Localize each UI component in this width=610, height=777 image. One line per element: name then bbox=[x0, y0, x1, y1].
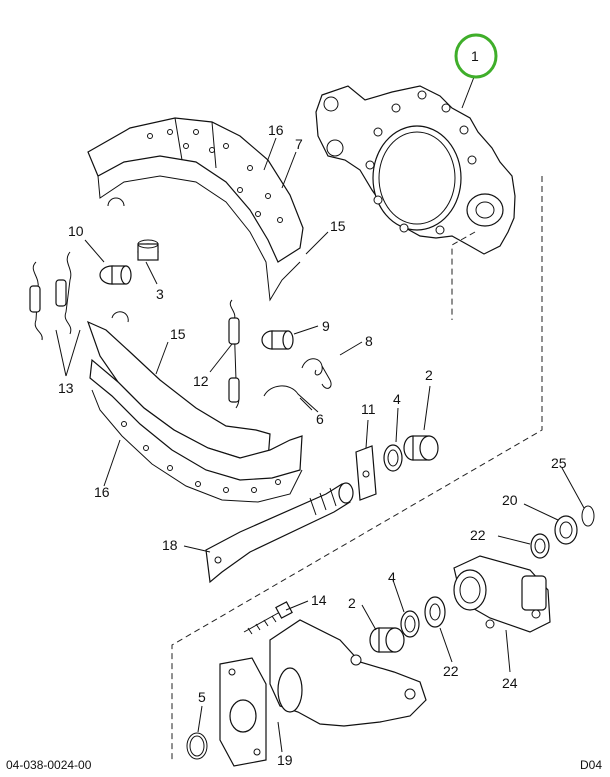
camshaft-bushing-lower[interactable] bbox=[369, 627, 405, 653]
callout-18[interactable]: 18 bbox=[162, 537, 178, 553]
thick-washer[interactable] bbox=[554, 515, 578, 545]
callout-20[interactable]: 20 bbox=[502, 492, 518, 508]
callout-labels: 1 16 7 15 10 3 9 8 15 12 13 2 4 11 6 16 … bbox=[58, 48, 567, 768]
bracket-snap-ring[interactable] bbox=[186, 732, 208, 760]
callout-5[interactable]: 5 bbox=[198, 689, 206, 705]
shoe-retainer[interactable] bbox=[263, 385, 319, 413]
brake-spider-part[interactable] bbox=[315, 85, 516, 255]
mounting-bolt[interactable] bbox=[243, 601, 293, 635]
callout-15-upper[interactable]: 15 bbox=[330, 218, 346, 234]
callout-7[interactable]: 7 bbox=[295, 136, 303, 152]
page-code: D04 bbox=[579, 758, 602, 772]
callout-9[interactable]: 9 bbox=[322, 318, 330, 334]
callout-2-upper[interactable]: 2 bbox=[425, 367, 433, 383]
callout-22-upper[interactable]: 22 bbox=[470, 527, 486, 543]
upper-brake-shoe[interactable] bbox=[87, 117, 304, 302]
callout-22-lower[interactable]: 22 bbox=[443, 663, 459, 679]
slack-adjuster[interactable] bbox=[453, 555, 551, 633]
callout-25[interactable]: 25 bbox=[551, 455, 567, 471]
callout-2-lower[interactable]: 2 bbox=[348, 595, 356, 611]
callout-11[interactable]: 11 bbox=[361, 401, 376, 417]
snap-ring[interactable] bbox=[581, 505, 595, 527]
roller-retainer-clip[interactable] bbox=[301, 358, 332, 389]
callout-4-lower[interactable]: 4 bbox=[388, 569, 396, 585]
spacer-washer-lower[interactable] bbox=[424, 596, 446, 628]
callout-3[interactable]: 3 bbox=[156, 286, 164, 302]
thrust-washer-lower[interactable] bbox=[400, 610, 420, 638]
callout-15-lower[interactable]: 15 bbox=[170, 326, 186, 342]
callout-6[interactable]: 6 bbox=[316, 411, 324, 427]
brake-spring[interactable] bbox=[228, 299, 240, 409]
callout-8[interactable]: 8 bbox=[365, 333, 373, 349]
thrust-washer-upper[interactable] bbox=[383, 444, 403, 472]
callout-16-lower[interactable]: 16 bbox=[94, 484, 110, 500]
callout-1[interactable]: 1 bbox=[471, 48, 479, 64]
anchor-pin-bushing[interactable] bbox=[99, 265, 132, 285]
callout-10[interactable]: 10 bbox=[68, 223, 84, 239]
callout-1-highlight bbox=[454, 33, 498, 79]
callout-12[interactable]: 12 bbox=[193, 373, 209, 389]
camshaft-bushing-upper[interactable] bbox=[403, 435, 439, 461]
callout-16-upper[interactable]: 16 bbox=[268, 122, 284, 138]
callout-14[interactable]: 14 bbox=[311, 592, 327, 608]
leader-lines bbox=[55, 76, 585, 753]
brake-camshaft[interactable] bbox=[205, 482, 354, 584]
anchor-pin[interactable] bbox=[137, 239, 159, 261]
callout-19[interactable]: 19 bbox=[277, 752, 293, 768]
document-id: 04-038-0024-00 bbox=[6, 758, 92, 772]
spacer-washer-upper[interactable] bbox=[530, 533, 550, 559]
callout-24[interactable]: 24 bbox=[502, 675, 518, 691]
camshaft-seal-plate[interactable] bbox=[355, 445, 377, 501]
cam-roller[interactable] bbox=[261, 330, 294, 350]
callout-4-upper[interactable]: 4 bbox=[393, 391, 401, 407]
callout-13[interactable]: 13 bbox=[58, 380, 74, 396]
return-springs[interactable] bbox=[29, 251, 72, 341]
lower-brake-shoe[interactable] bbox=[86, 311, 303, 503]
camshaft-bracket[interactable] bbox=[219, 619, 427, 767]
